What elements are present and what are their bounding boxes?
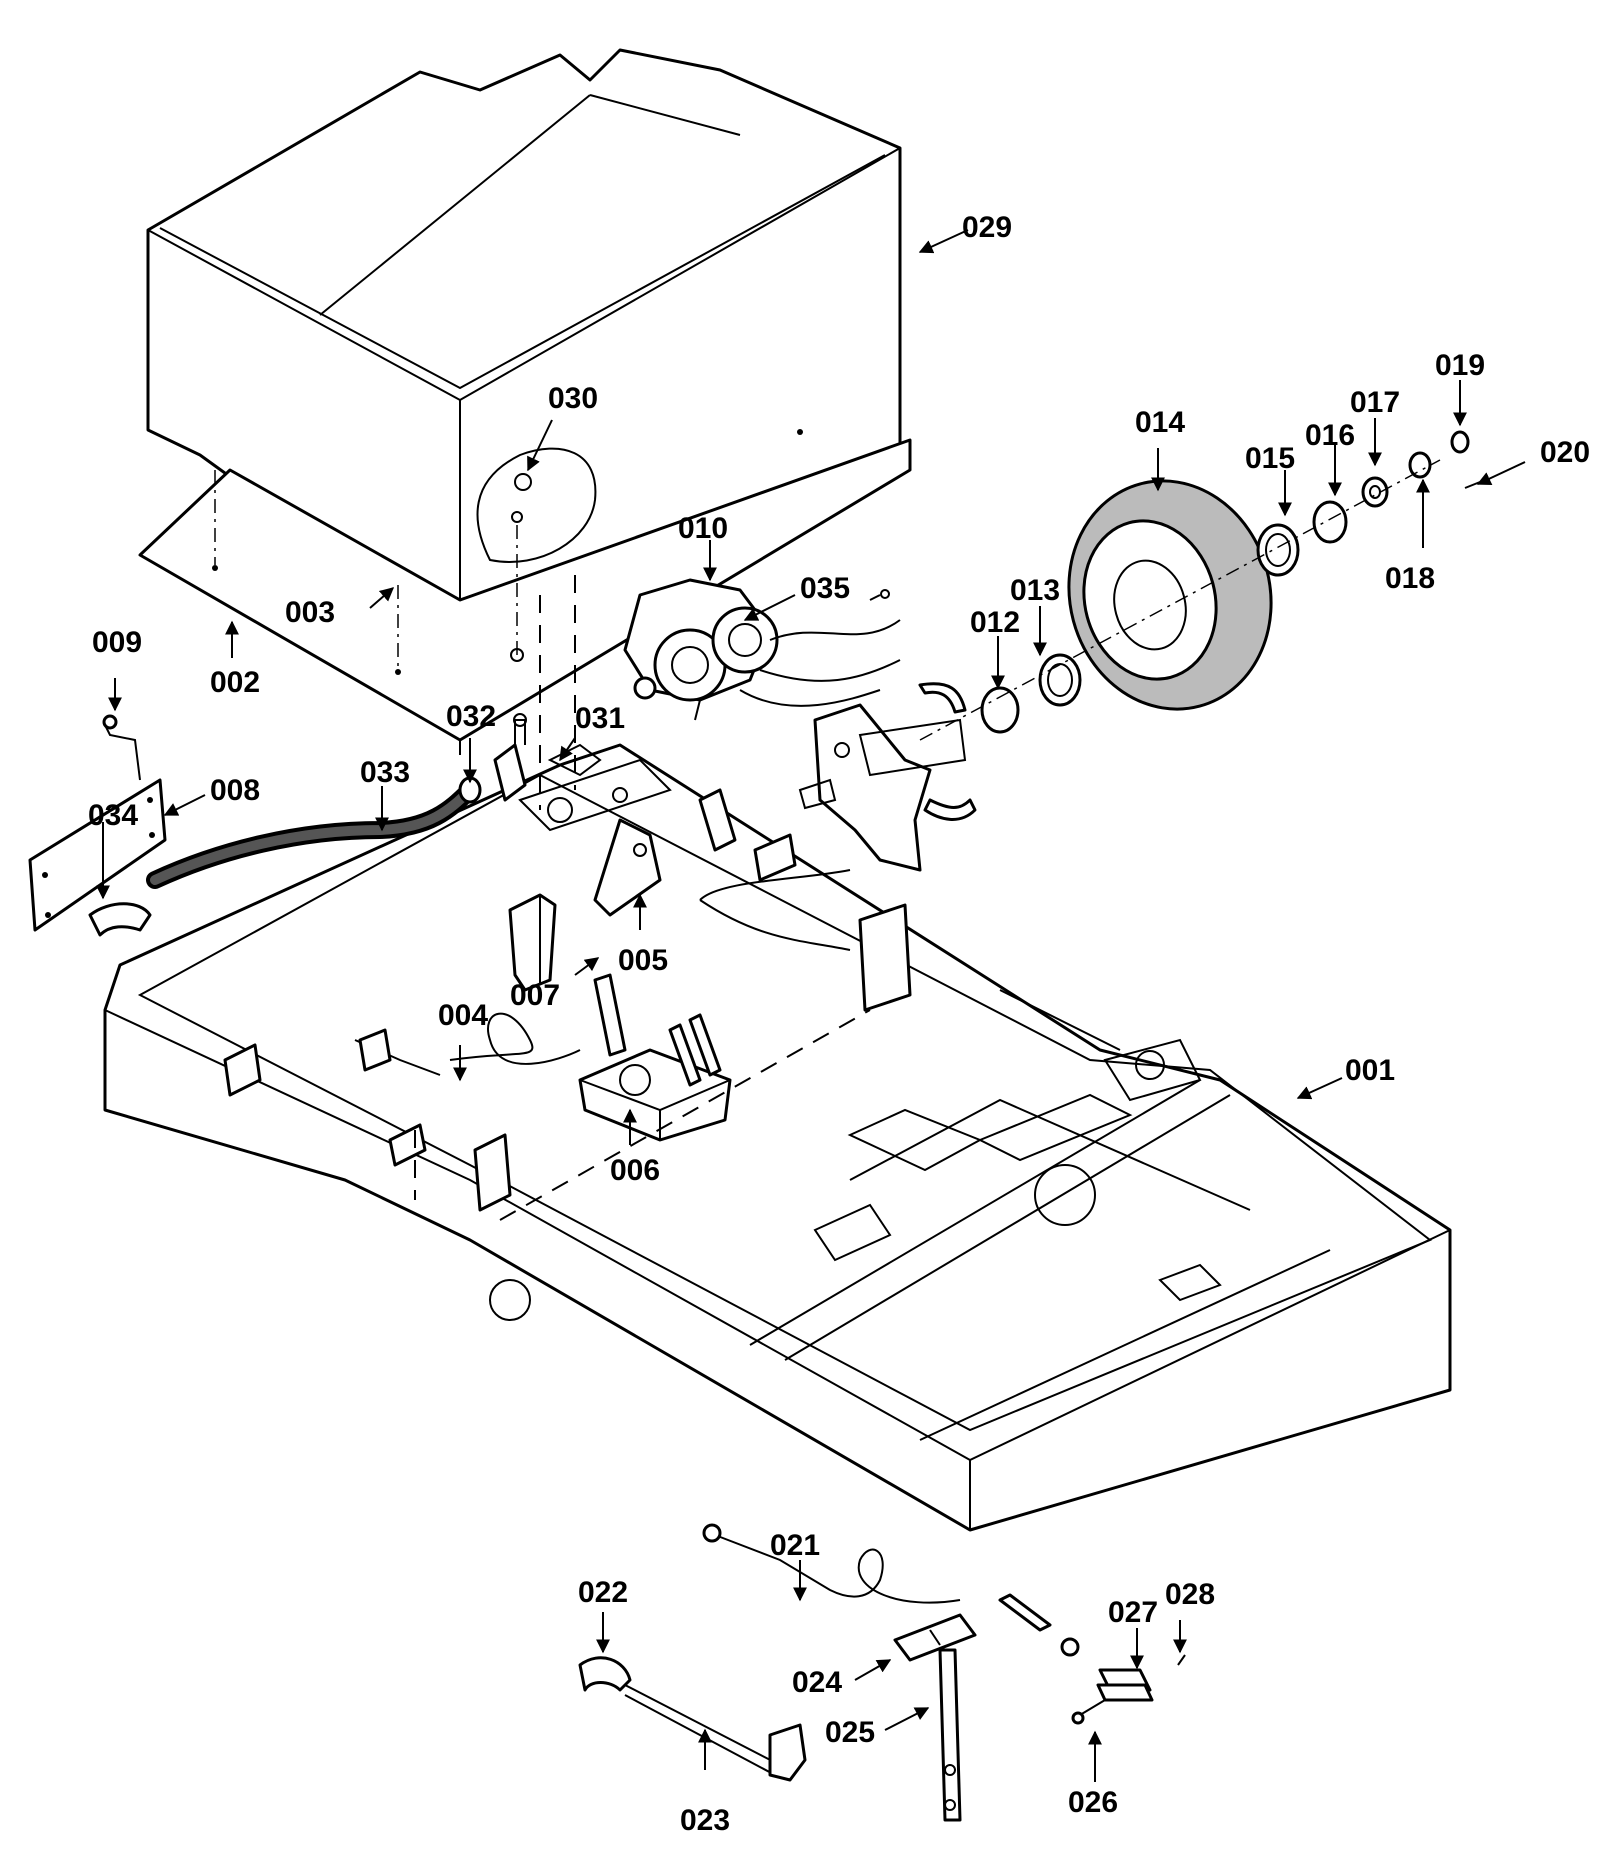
plate-005: [593, 818, 662, 917]
label-006: 006: [610, 1154, 660, 1187]
label-004: 004: [438, 999, 488, 1032]
label-031: 031: [575, 702, 625, 735]
label-010: 010: [678, 512, 728, 545]
label-005: 005: [618, 944, 668, 977]
label-030: 030: [548, 382, 598, 415]
pedal-024-025: [893, 1613, 977, 1822]
leader-arrows: [96, 229, 1526, 1782]
label-001: 001: [1345, 1054, 1395, 1087]
label-014: 014: [1135, 406, 1185, 439]
label-023: 023: [680, 1804, 730, 1837]
mount-plate-031: [518, 575, 672, 832]
lever-022-023: [578, 1656, 807, 1782]
label-034: 034: [88, 799, 138, 832]
label-009: 009: [92, 626, 142, 659]
cover-plate-008: [28, 714, 167, 932]
label-024: 024: [792, 1666, 842, 1699]
hose-033: [146, 713, 527, 889]
wheel-014: [1067, 479, 1273, 711]
label-033: 033: [360, 756, 410, 789]
bracket-007: [508, 893, 557, 992]
label-020: 020: [1540, 436, 1590, 469]
label-007: 007: [510, 979, 560, 1012]
label-002: 002: [210, 666, 260, 699]
label-032: 032: [446, 700, 496, 733]
label-015: 015: [1245, 442, 1295, 475]
label-019: 019: [1435, 349, 1485, 382]
hopper-box-029: [146, 48, 902, 602]
label-012: 012: [970, 606, 1020, 639]
label-021: 021: [770, 1529, 820, 1562]
latch-026-027-028: [1071, 1654, 1186, 1725]
label-017: 017: [1350, 386, 1400, 419]
small-brackets: [223, 788, 912, 1212]
dashed-guides: [414, 1009, 871, 1221]
clamp-034: [88, 902, 152, 937]
label-027: 027: [1108, 1596, 1158, 1629]
cable-021: [702, 1523, 1080, 1657]
label-013: 013: [1010, 574, 1060, 607]
hub-bracket: [798, 682, 977, 872]
label-029: 029: [962, 211, 1012, 244]
label-022: 022: [578, 1576, 628, 1609]
part-labels: 029 030 003 002 009 008 034 033 032 031 …: [88, 211, 1590, 1837]
bearing-stack: [919, 430, 1486, 741]
floor-plate-002: [138, 429, 912, 755]
motor-assembly-010: [623, 578, 901, 721]
label-028: 028: [1165, 1578, 1215, 1611]
valve-006: [578, 973, 732, 1142]
label-003: 003: [285, 596, 335, 629]
label-025: 025: [825, 1716, 875, 1749]
label-026: 026: [1068, 1786, 1118, 1819]
label-035: 035: [800, 572, 850, 605]
label-016: 016: [1305, 419, 1355, 452]
label-008: 008: [210, 774, 260, 807]
label-018: 018: [1385, 562, 1435, 595]
